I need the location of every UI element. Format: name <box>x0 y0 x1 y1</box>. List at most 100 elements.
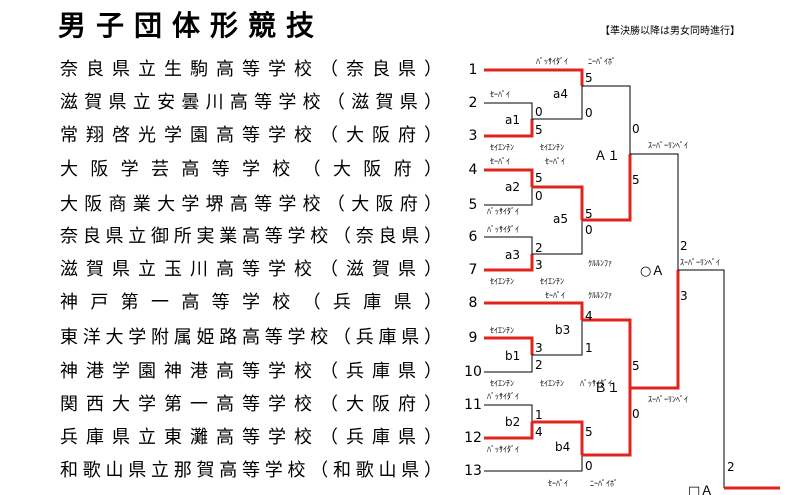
team-number: 7 <box>468 262 478 278</box>
team-name: 神戸第一高等学校（兵庫県） <box>60 292 442 313</box>
team-number: 12 <box>464 430 482 446</box>
score: 0 <box>585 106 593 120</box>
kata-name: ｾｲｴﾝﾁﾝ <box>490 379 514 388</box>
kata-name: ﾊﾞｯｻｲﾀﾞｲ <box>487 445 519 454</box>
score: 5 <box>585 71 593 85</box>
kata-name: ｾｲｴﾝﾁﾝ <box>490 326 514 335</box>
match-label: ○Ａ <box>640 264 664 279</box>
kata-name: ﾆｰﾊﾟｲﾎﾟ <box>590 479 618 488</box>
winner-path <box>484 254 534 272</box>
score: 5 <box>632 359 640 373</box>
team-name: 奈良県立生駒高等学校（奈良県） <box>60 59 442 80</box>
bracket-line <box>484 455 583 472</box>
kata-name: ﾊﾞｯｻｲﾀﾞｲ <box>580 379 612 388</box>
bracket-line <box>484 102 533 119</box>
kata-name: ｸﾙﾙﾝﾌｧ <box>588 291 612 300</box>
score: 3 <box>535 258 543 272</box>
bracket-line <box>484 236 533 254</box>
winner-path <box>582 388 632 457</box>
team-name: 関西大学第一高等学校（大阪府） <box>60 394 442 415</box>
score: 2 <box>727 460 735 474</box>
score: 4 <box>535 425 543 439</box>
score: 5 <box>585 207 593 221</box>
team-name: 奈良県立御所実業高等学校（奈良県） <box>60 226 442 247</box>
winner-path <box>484 422 534 440</box>
score: 5 <box>535 171 543 185</box>
score: 3 <box>680 289 688 303</box>
score: 0 <box>585 459 593 473</box>
kata-name: ｸﾙﾙﾝﾌｧ <box>588 259 612 268</box>
progress-note: 【準決勝以降は男女同時進行】 <box>600 26 740 37</box>
score: 5 <box>632 173 640 187</box>
match-label: a5 <box>553 212 568 226</box>
score: 0 <box>585 223 593 237</box>
team-name: 和歌山県立那賀高等学校（和歌山県） <box>60 460 442 481</box>
page-title: 男子団体形競技 <box>58 9 325 42</box>
kata-name: ｾｰﾊﾟｲ <box>548 479 568 488</box>
score: 0 <box>535 105 543 119</box>
score: 1 <box>585 341 593 355</box>
kata-name: ｽｰﾊﾟｰﾘﾝﾍﾟｲ <box>680 258 720 267</box>
score: 4 <box>585 309 593 323</box>
team-number: 2 <box>468 95 478 111</box>
winner-path <box>582 154 632 222</box>
winner-path <box>484 119 534 138</box>
team-number: 13 <box>464 463 482 479</box>
match-label: □Ａ <box>688 484 713 495</box>
winner-path <box>484 168 534 187</box>
team-name: 滋賀県立玉川高等学校（滋賀県） <box>60 259 442 280</box>
bracket-line <box>484 187 533 206</box>
team-name: 大阪商業大学堺高等学校（大阪府） <box>60 194 442 215</box>
team-name: 兵庫県立東灘高等学校（兵庫県） <box>60 427 442 448</box>
kata-name: ｾｲｴﾝﾁﾝ <box>490 143 514 152</box>
score: 1 <box>535 408 543 422</box>
match-label: b1 <box>505 349 520 363</box>
match-label: b4 <box>555 440 570 454</box>
winner-path <box>532 185 584 220</box>
team-number: 8 <box>468 295 478 311</box>
kata-name: ｽｰﾊﾟｰﾘﾝﾍﾟｲ <box>648 141 688 150</box>
winner-path <box>630 270 680 390</box>
team-number: 4 <box>468 162 478 178</box>
winner-path <box>532 420 584 455</box>
score: 5 <box>535 123 543 137</box>
kata-name: ｾｲｴﾝﾁﾝ <box>540 277 564 286</box>
team-name: 常翔啓光学園高等学校（大阪府） <box>60 125 442 146</box>
kata-name: ｾｰﾊﾟｲ <box>545 157 565 166</box>
match-label: Ｂ１ <box>594 381 620 396</box>
match-label: b2 <box>505 415 520 429</box>
match-label: b3 <box>555 323 570 337</box>
kata-name: ｾｰﾊﾟｲ <box>545 291 565 300</box>
score: 2 <box>535 358 543 372</box>
winner-path <box>484 68 584 86</box>
team-number: 3 <box>468 128 478 144</box>
kata-name: ｾｲｴﾝﾁﾝ <box>490 277 514 286</box>
bracket-line <box>678 269 725 488</box>
bracket-line <box>532 320 583 356</box>
match-label: a2 <box>505 180 520 194</box>
kata-name: ｾｲｴﾝﾁﾝ <box>540 143 564 152</box>
winner-path <box>484 301 584 320</box>
team-number: 5 <box>468 197 478 213</box>
kata-name: ｾｰﾊﾟｲ <box>490 157 510 166</box>
match-label: a3 <box>505 248 520 262</box>
kata-name: ｾｰﾊﾟｲ <box>490 90 510 99</box>
kata-name: ｾｲｴﾝﾁﾝ <box>540 379 564 388</box>
match-label: a1 <box>505 113 520 127</box>
team-number: 10 <box>464 364 482 380</box>
team-name: 神港学園神港高等学校（兵庫県） <box>60 361 442 382</box>
team-name: 大阪学芸高等学校（大阪府） <box>60 159 442 180</box>
score: 0 <box>535 189 543 203</box>
kata-name: ﾊﾞｯｻｲﾀﾞｲ <box>487 207 519 216</box>
bracket-line <box>532 220 583 255</box>
bracket-line <box>630 153 679 270</box>
bracket-line <box>484 355 533 373</box>
kata-name: ﾊﾞｯｻｲﾀﾞｲ <box>487 225 519 234</box>
team-number: 1 <box>468 62 478 78</box>
team-name: 滋賀県立安曇川高等学校（滋賀県） <box>60 92 442 113</box>
match-label: Ａ１ <box>594 149 620 164</box>
bracket-line <box>582 85 631 154</box>
score: 0 <box>632 407 640 421</box>
